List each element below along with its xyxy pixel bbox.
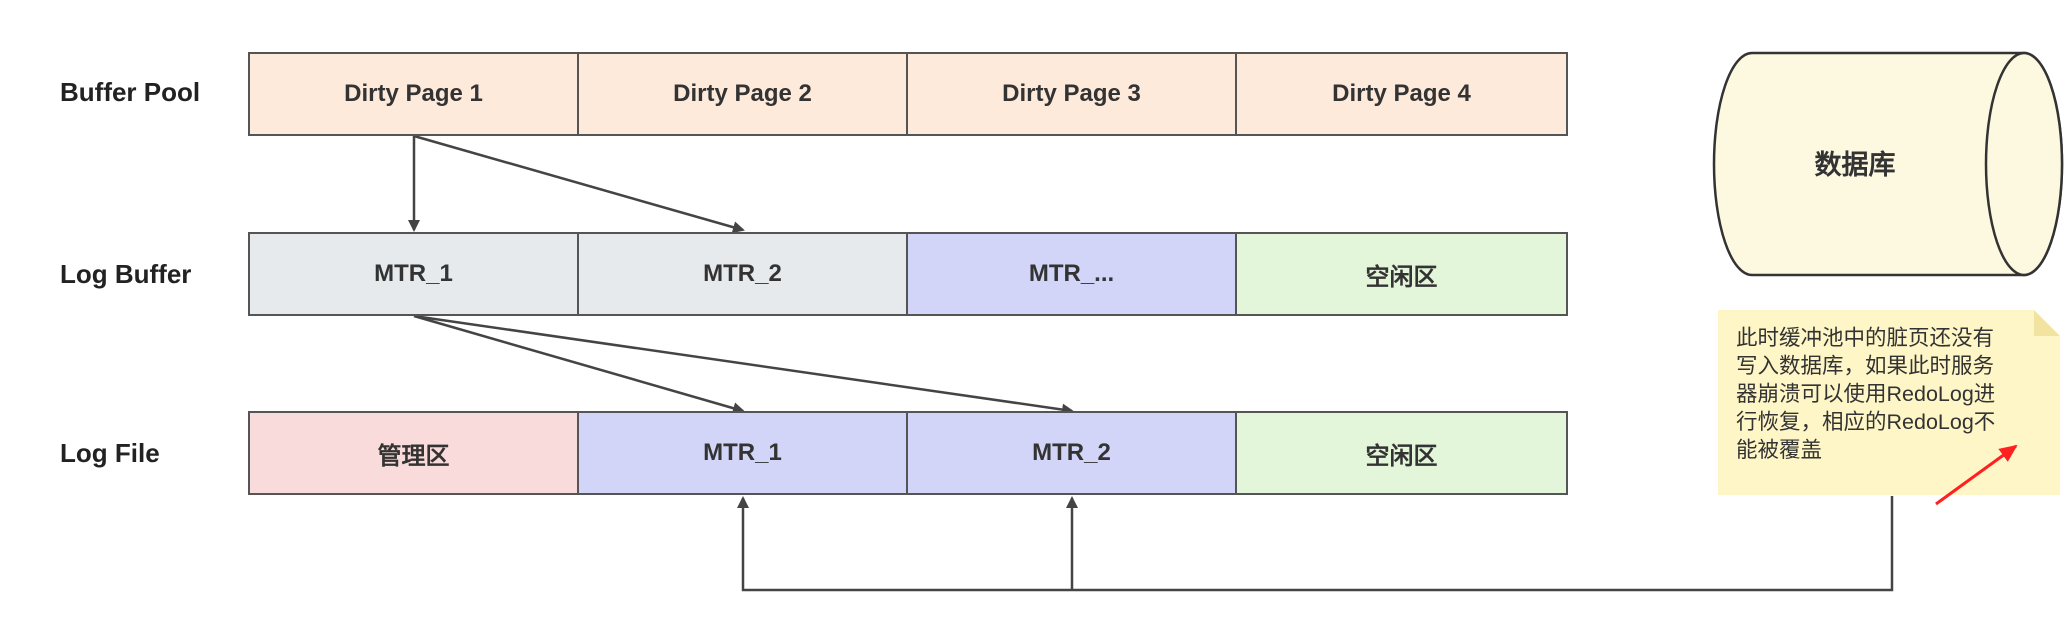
cell-log-file-mtr-2: MTR_2 bbox=[906, 411, 1237, 495]
sticky-note-body bbox=[1718, 310, 2060, 495]
arrow-mtr-1-to-log-file-mtr-1 bbox=[413, 314, 745, 414]
cell-log-file-free: 空闲区 bbox=[1235, 411, 1568, 495]
arrow-dirty-page-1-to-mtr-2 bbox=[413, 134, 745, 234]
cell-log-buffer-mtr-1: MTR_1 bbox=[248, 232, 579, 316]
cell-dirty-page-4: Dirty Page 4 bbox=[1235, 52, 1568, 136]
cell-log-buffer-mtr-more: MTR_... bbox=[906, 232, 1237, 316]
cell-log-file-manage: 管理区 bbox=[248, 411, 579, 495]
cell-log-buffer-free: 空闲区 bbox=[1235, 232, 1568, 316]
sticky-note: 此时缓冲池中的脏页还没有 写入数据库，如果此时服务 器崩溃可以使用RedoLog… bbox=[1718, 310, 2060, 495]
cell-log-buffer-mtr-2: MTR_2 bbox=[577, 232, 908, 316]
database-cylinder bbox=[1712, 51, 2064, 277]
highlight-arrow bbox=[1935, 444, 2018, 506]
cell-dirty-page-2: Dirty Page 2 bbox=[577, 52, 908, 136]
cell-log-file-mtr-1: MTR_1 bbox=[577, 411, 908, 495]
note-line: 器崩溃可以使用RedoLog进 bbox=[1736, 382, 1996, 406]
sticky-note-fold bbox=[2034, 310, 2060, 336]
row-label-buffer-pool: Buffer Pool bbox=[60, 77, 201, 107]
database-label: 数据库 bbox=[1814, 150, 1896, 180]
database-end-cap bbox=[1984, 51, 2064, 277]
cell-dirty-page-1: Dirty Page 1 bbox=[248, 52, 579, 136]
note-line: 能被覆盖 bbox=[1736, 438, 1823, 462]
note-line: 写入数据库，如果此时服务 bbox=[1736, 354, 1995, 378]
cell-dirty-page-3: Dirty Page 3 bbox=[906, 52, 1237, 136]
row-label-log-file: Log File bbox=[60, 438, 160, 468]
row-label-log-buffer: Log Buffer bbox=[60, 259, 192, 289]
note-line: 行恢复，相应的RedoLog不 bbox=[1736, 410, 1996, 434]
arrow-mtr-1-to-log-file-mtr-2 bbox=[413, 314, 1074, 416]
note-line: 此时缓冲池中的脏页还没有 bbox=[1736, 326, 1995, 350]
sticky-note-shape bbox=[1718, 310, 2060, 495]
connector-note-to-log-file bbox=[737, 496, 1894, 592]
